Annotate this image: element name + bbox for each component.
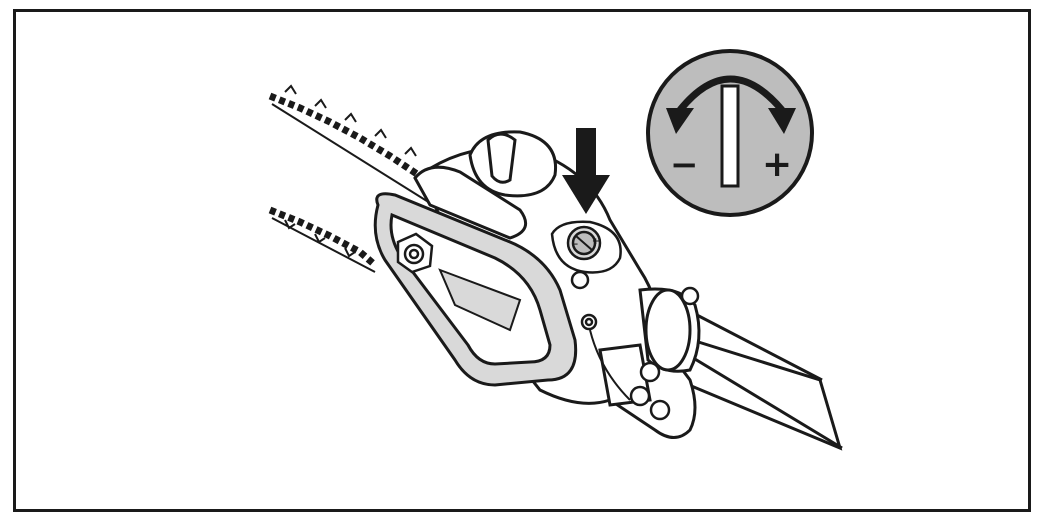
increase-symbol: +	[762, 144, 792, 185]
screw-minus-label: −	[571, 240, 579, 250]
arrow-counterclockwise-icon	[666, 108, 694, 134]
rotation-arc-icon	[677, 75, 785, 113]
oil-tank-cap	[468, 130, 558, 198]
bar-nut	[396, 232, 434, 274]
screw-plus-label: +	[592, 237, 600, 247]
decrease-symbol: −	[670, 145, 699, 185]
adjustment-dial-inset	[646, 49, 814, 217]
arrow-clockwise-icon	[768, 108, 796, 134]
housing-bolts	[570, 270, 700, 421]
screw-slot	[720, 84, 740, 188]
oil-adjust-screw	[550, 220, 622, 274]
down-arrow-icon	[562, 128, 610, 214]
saw-chain-lower	[268, 206, 378, 273]
